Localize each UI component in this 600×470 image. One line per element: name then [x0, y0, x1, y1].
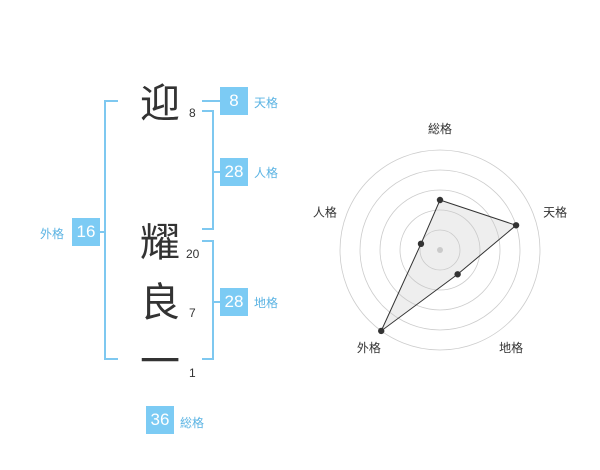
radar-axis-label-4: 外格 — [357, 340, 381, 355]
gaikaku-connector — [100, 231, 106, 233]
radar-point-4 — [378, 327, 385, 335]
stroke-count-1: 8 — [189, 106, 196, 120]
jinkaku-label: 人格 — [254, 166, 279, 180]
jinkaku-bracket — [202, 110, 214, 230]
tenkaku-score: 8 — [220, 87, 248, 115]
chikaku-connector — [214, 301, 220, 303]
radar-ring — [419, 229, 461, 271]
chikaku-score: 28 — [220, 288, 248, 316]
radar-axis-label-2: 天格 — [543, 205, 567, 220]
gaikaku-label: 外格 — [40, 227, 65, 241]
radar-ring — [379, 189, 501, 311]
radar-rings — [339, 149, 541, 351]
radar-points — [378, 196, 520, 335]
jinkaku-connector — [214, 171, 220, 173]
radar-point-2 — [512, 222, 520, 229]
gaikaku-bracket — [104, 100, 118, 360]
radar-center — [437, 247, 443, 253]
name-char-1: 迎 — [140, 81, 180, 127]
chikaku-bracket — [202, 240, 214, 360]
radar-point-1 — [436, 196, 444, 204]
radar-axis-label-3: 地格 — [499, 340, 523, 355]
chikaku-label: 地格 — [254, 296, 279, 310]
radar-axis-label-5: 人格 — [313, 205, 337, 220]
soukaku-score: 36 — [146, 406, 174, 434]
radar-ring — [339, 149, 541, 351]
radar-point-5 — [417, 240, 425, 248]
radar-axis-label-1: 総格 — [428, 121, 452, 136]
stroke-count-2: 20 — [186, 247, 200, 261]
radar-ring — [359, 169, 521, 331]
stroke-count-3: 7 — [189, 306, 196, 320]
radar-polygon — [380, 199, 518, 332]
radar-ring — [399, 209, 481, 291]
stroke-count-4: 1 — [189, 366, 196, 380]
gaikaku-score: 16 — [72, 218, 100, 246]
radar-point-3 — [454, 271, 461, 278]
tenkaku-connector — [202, 100, 220, 102]
radar-polygon-layer — [380, 199, 518, 332]
name-char-3: 良 — [140, 280, 180, 326]
name-char-2: 耀 — [140, 220, 180, 266]
name-char-4: 一 — [140, 339, 180, 385]
soukaku-label: 総格 — [180, 416, 205, 430]
tenkaku-label: 天格 — [254, 96, 279, 110]
jinkaku-score: 28 — [220, 158, 248, 186]
